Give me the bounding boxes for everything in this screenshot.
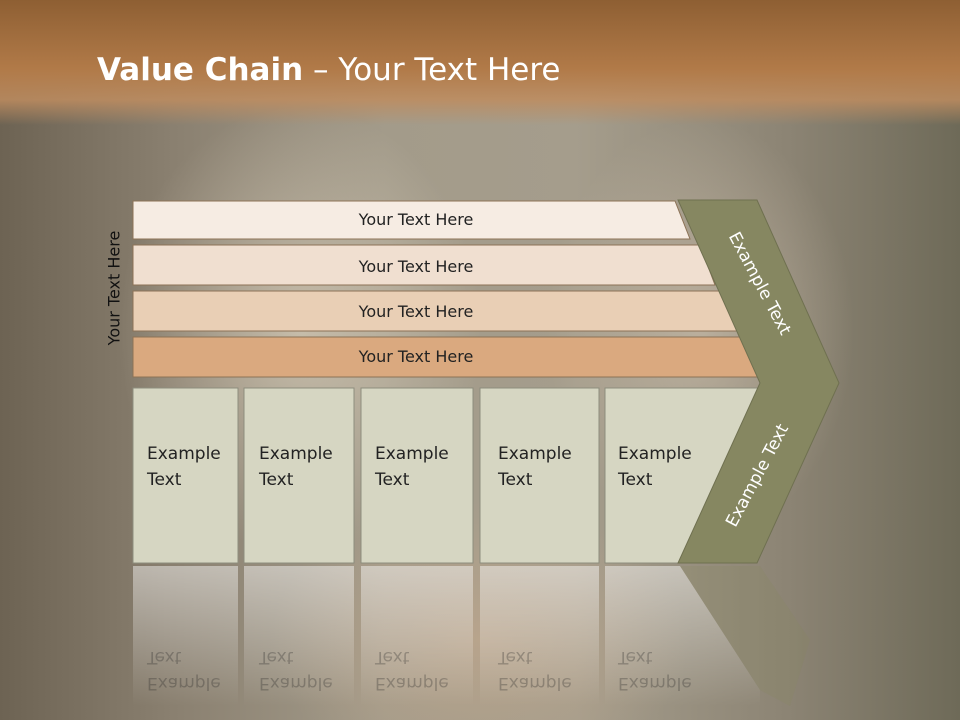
reflection: Text Example Text Example Text Example T… (133, 566, 810, 706)
reflection-text-1b: Example (147, 673, 221, 693)
box-2-line1: Example (259, 444, 333, 464)
reflection-box-5 (605, 566, 760, 706)
reflection-text-2b: Example (259, 673, 333, 693)
reflection-text-3: Text (374, 647, 410, 667)
reflection-box-3 (361, 566, 473, 706)
bar-2[interactable] (132, 244, 716, 286)
box-3[interactable] (360, 387, 474, 564)
box-5-line2: Text (617, 470, 653, 490)
box-4[interactable] (479, 387, 600, 564)
box-1[interactable] (132, 387, 239, 564)
title-bold: Value Chain (97, 52, 304, 88)
box-5-line1: Example (618, 444, 692, 464)
bar-label-2: Your Text Here (358, 257, 474, 276)
reflection-box-4 (480, 566, 599, 706)
bar-label-3: Your Text Here (358, 302, 474, 321)
reflection-text-4: Text (497, 647, 533, 667)
reflection-text-2: Text (258, 647, 294, 667)
header-band (0, 0, 960, 125)
bar-label-4: Your Text Here (358, 347, 474, 366)
bar-label-1: Your Text Here (358, 210, 474, 229)
reflection-text-4b: Example (498, 673, 572, 693)
reflection-text-1: Text (146, 647, 182, 667)
reflection-chevron (680, 566, 810, 706)
box-4-line1: Example (498, 444, 572, 464)
reflection-text-5b: Example (618, 673, 692, 693)
box-1-line1: Example (147, 444, 221, 464)
box-4-line2: Text (497, 470, 533, 490)
reflection-box-1 (133, 566, 238, 706)
reflection-box-2 (244, 566, 354, 706)
box-1-line2: Text (146, 470, 182, 490)
box-2[interactable] (243, 387, 355, 564)
box-2-line2: Text (258, 470, 294, 490)
bar-1[interactable] (132, 200, 691, 240)
title-rest: – Your Text Here (303, 52, 561, 88)
reflection-text-5: Text (617, 647, 653, 667)
page-title: Value Chain – Your Text Here (97, 52, 560, 88)
box-3-line2: Text (374, 470, 410, 490)
box-3-line1: Example (375, 444, 449, 464)
chevron-arrow[interactable] (677, 199, 840, 564)
reflection-text-3b: Example (375, 673, 449, 693)
